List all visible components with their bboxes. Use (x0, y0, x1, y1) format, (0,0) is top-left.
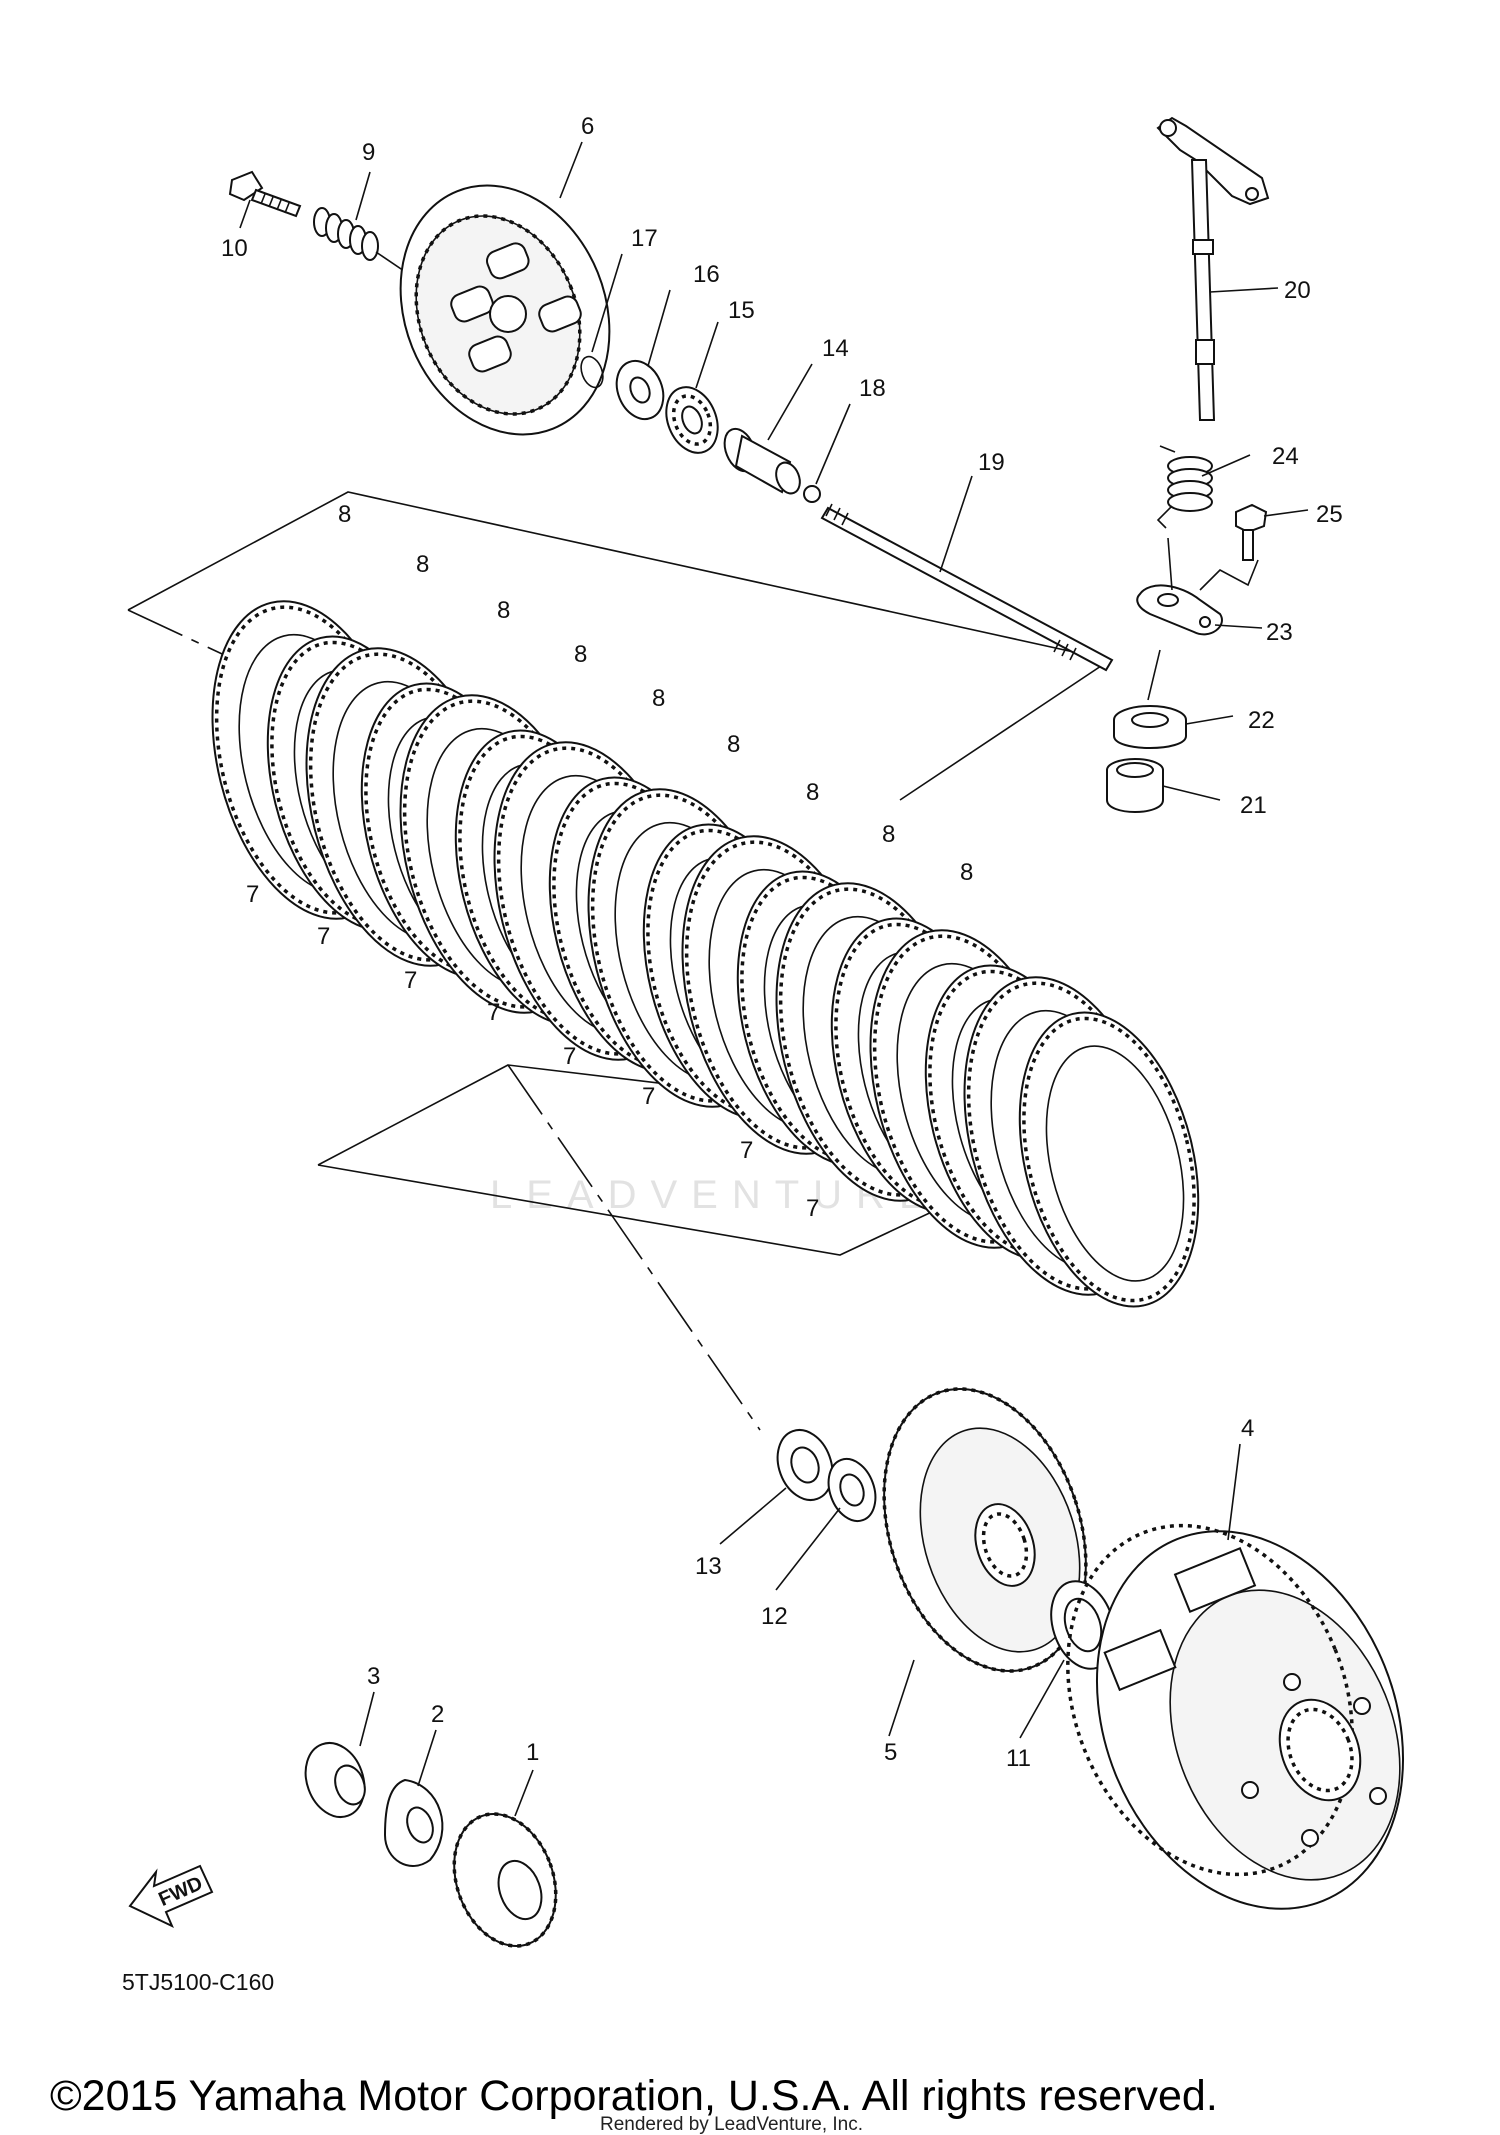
callout-8g: 8 (806, 779, 819, 806)
callout-8d: 8 (574, 641, 587, 668)
clutch-plate-teeth (1022, 1016, 1196, 1303)
callout-10: 10 (221, 235, 248, 262)
bushing (1106, 758, 1164, 813)
push-lever-shaft (1156, 116, 1270, 421)
clutch-spring (313, 207, 411, 276)
clutch-boss (882, 1387, 1088, 1673)
clutch-housing (1066, 1523, 1405, 1910)
callout-15: 15 (728, 297, 755, 324)
callout-7h: 7 (806, 1195, 819, 1222)
callout-16: 16 (693, 261, 720, 288)
callout-7d: 7 (487, 999, 500, 1026)
push-rod-2 (820, 503, 1114, 672)
steel-ball (803, 485, 821, 503)
callout-9: 9 (362, 139, 375, 166)
callout-8i: 8 (960, 859, 973, 886)
callout-4: 4 (1241, 1415, 1254, 1442)
callout-21: 21 (1240, 792, 1267, 819)
push-rod-1 (723, 427, 801, 495)
primary-drive-nut (304, 1742, 366, 1818)
callout-6: 6 (581, 113, 594, 140)
callout-22: 22 (1248, 707, 1275, 734)
callout-7b: 7 (317, 923, 330, 950)
clutch-boss-nut (776, 1429, 834, 1501)
diagram-code: 5TJ5100-C160 (122, 1969, 274, 1995)
copyright-notice: ©2015 Yamaha Motor Corporation, U.S.A. A… (50, 2072, 1218, 2120)
circlip (580, 355, 604, 389)
callout-14: 14 (822, 335, 849, 362)
plate-stack-frame-top (127, 491, 1113, 801)
pressure-plate (399, 184, 611, 436)
lever-return-spring (1156, 445, 1213, 529)
callout-18: 18 (859, 375, 886, 402)
rendered-by-note: Rendered by LeadVenture, Inc. (600, 2114, 863, 2135)
primary-drive-gear (452, 1812, 558, 1948)
callout-24: 24 (1272, 443, 1299, 470)
callout-8e: 8 (652, 685, 665, 712)
callout-8c: 8 (497, 597, 510, 624)
oil-seal (1113, 649, 1187, 749)
callout-7f: 7 (642, 1083, 655, 1110)
callout-8a: 8 (338, 501, 351, 528)
callout-1: 1 (526, 1739, 539, 1766)
callout-7c: 7 (404, 967, 417, 994)
fwd-arrow-icon: FWD (128, 1864, 214, 1929)
callout-25: 25 (1316, 501, 1343, 528)
lock-washer (827, 1458, 877, 1522)
leader-lines (239, 141, 1309, 1817)
bearing (665, 386, 719, 454)
pressure-plate-bolt (228, 170, 302, 218)
callout-8h: 8 (882, 821, 895, 848)
callout-11: 11 (1006, 1745, 1031, 1772)
callout-2: 2 (431, 1701, 444, 1728)
callout-8b: 8 (416, 551, 429, 578)
callout-3: 3 (367, 1663, 380, 1690)
shaft-plate (1136, 537, 1259, 636)
callout-labels: 1 2 3 4 5 6 7 7 7 7 7 7 7 7 8 8 8 8 8 8 … (221, 113, 1343, 1772)
callout-8f: 8 (727, 731, 740, 758)
callout-7g: 7 (740, 1137, 753, 1164)
callout-13: 13 (695, 1553, 722, 1580)
callout-7e: 7 (563, 1043, 576, 1070)
clutch-plate-stack (211, 600, 1200, 1308)
washer (615, 359, 665, 421)
callout-19: 19 (978, 449, 1005, 476)
primary-lock-washer (383, 1778, 444, 1867)
clutch-plate (1018, 1011, 1200, 1308)
plate-inner-edge (1045, 1045, 1185, 1282)
callout-5: 5 (884, 1739, 897, 1766)
callout-23: 23 (1266, 619, 1293, 646)
callout-20: 20 (1284, 277, 1311, 304)
callout-7a: 7 (246, 881, 259, 908)
callout-17: 17 (631, 225, 658, 252)
callout-12: 12 (761, 1603, 788, 1630)
plate-bolt (1235, 503, 1268, 561)
